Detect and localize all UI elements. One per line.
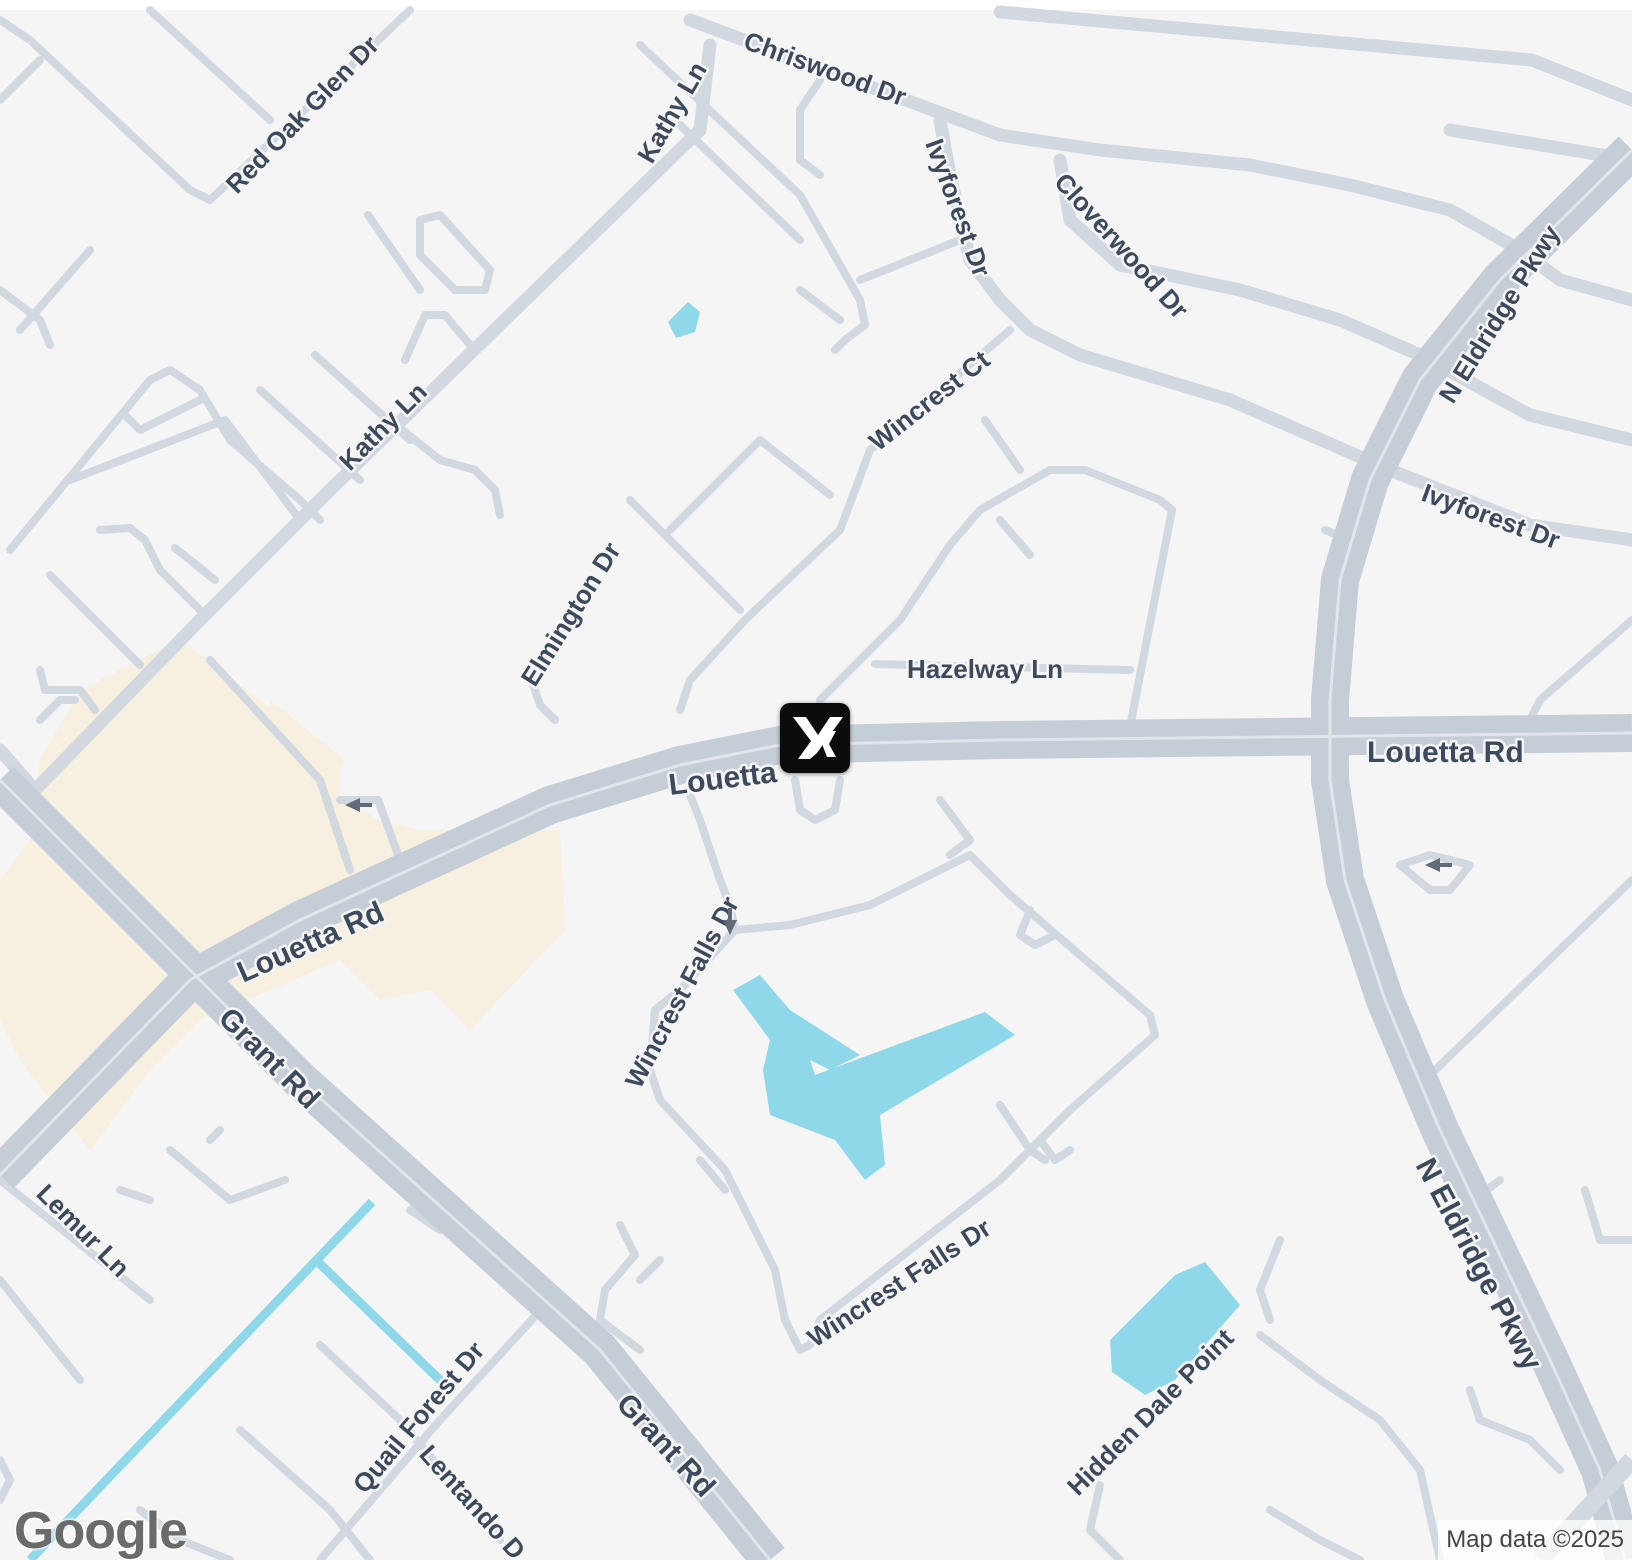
label-louetta-rd-right: Louetta Rd: [1367, 736, 1524, 769]
arrow-icon: [723, 908, 737, 935]
label-hazelway-ln: Hazelway Ln: [907, 654, 1063, 684]
pond-north: [668, 302, 700, 338]
pond-hidden-dale: [1110, 1262, 1240, 1395]
brand-logo-icon: [793, 717, 843, 759]
major-roads: [0, 136, 1632, 1560]
minor-roads: [0, 6, 1632, 1560]
map-attribution[interactable]: Map data ©2025: [1438, 1520, 1632, 1560]
water-bodies: [26, 302, 1240, 1560]
lake-wincrest: [733, 975, 1015, 1180]
google-logo[interactable]: Google: [14, 1502, 188, 1560]
arrow-icon: [1425, 858, 1452, 872]
canal: [26, 1198, 449, 1560]
oneway-arrows: [345, 798, 1452, 935]
place-marker[interactable]: [780, 703, 850, 773]
arrow-icon: [345, 798, 372, 812]
